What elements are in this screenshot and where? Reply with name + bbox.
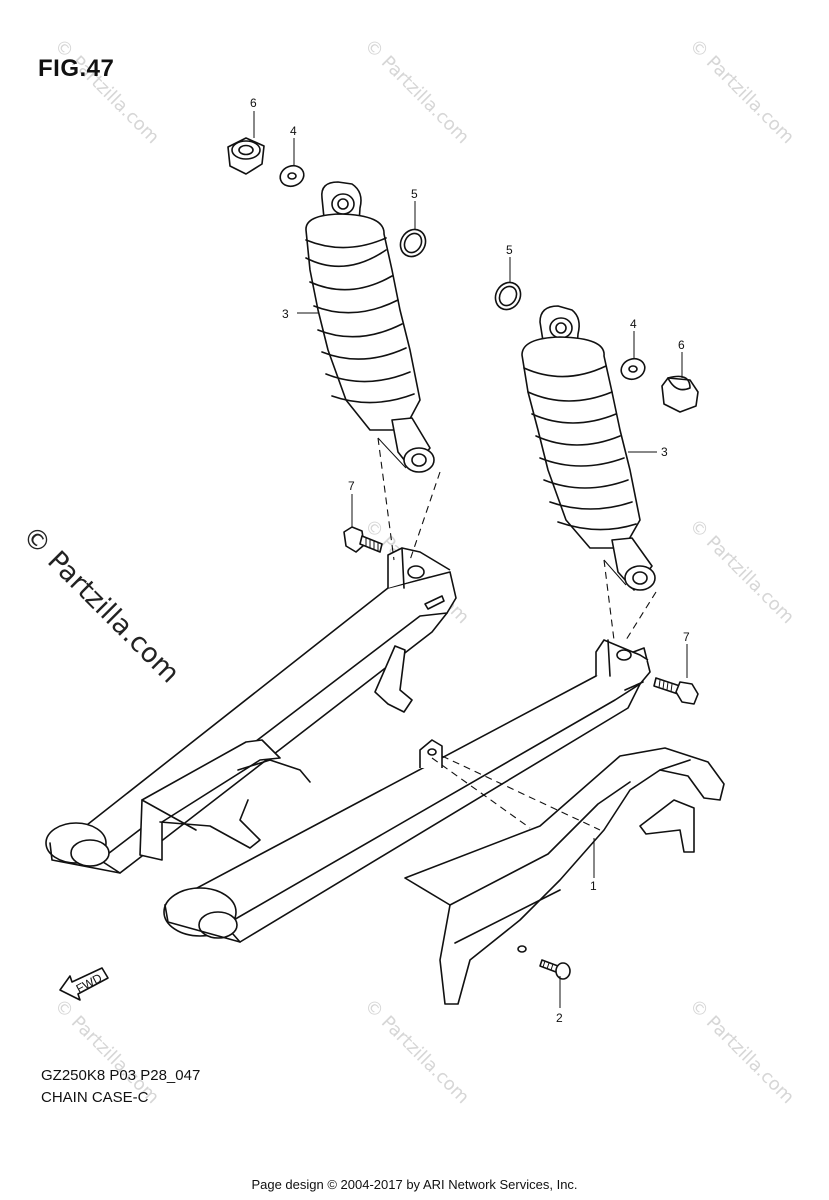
section-name: CHAIN CASE-C: [41, 1089, 149, 1106]
callout-chain-case: 1: [590, 879, 597, 893]
footer-copyright: Page design © 2004-2017 by ARI Network S…: [251, 1177, 578, 1192]
ring-left: [399, 228, 427, 258]
callout-shock-right: 3: [661, 445, 668, 459]
figure-title: FIG.47: [38, 55, 115, 82]
case-screw: [539, 959, 571, 980]
washer-left: [279, 164, 305, 188]
callout-bolt-right: 7: [683, 630, 690, 644]
bolt-right: [653, 677, 699, 705]
callout-washer-left: 4: [290, 124, 297, 138]
bolt-left: [343, 526, 383, 553]
swingarm: [45, 547, 651, 943]
callout-ring-left: 5: [411, 187, 418, 201]
model-code: GZ250K8 P03 P28_047: [41, 1067, 201, 1084]
callout-bolt-left: 7: [348, 479, 355, 493]
cap-nut-left: [227, 137, 265, 175]
callout-washer-right: 4: [630, 317, 637, 331]
cap-nut-right: [661, 375, 699, 413]
callout-shock-left: 3: [282, 307, 289, 321]
washer-right: [620, 357, 646, 381]
forward-arrow-icon: FWD: [59, 967, 109, 1001]
shock-absorber-left: [305, 181, 441, 561]
ring-right: [494, 281, 522, 311]
callout-labels: 6 4 5 3 7 5 4 6 3 7 1 2: [250, 96, 690, 1025]
callout-leaders: [253, 111, 688, 1008]
shock-absorber-right: [521, 305, 657, 641]
callout-case-screw: 2: [556, 1011, 563, 1025]
callout-nut-left: 6: [250, 96, 257, 110]
callout-ring-right: 5: [506, 243, 513, 257]
chain-case: [404, 747, 725, 1005]
callout-nut-right: 6: [678, 338, 685, 352]
